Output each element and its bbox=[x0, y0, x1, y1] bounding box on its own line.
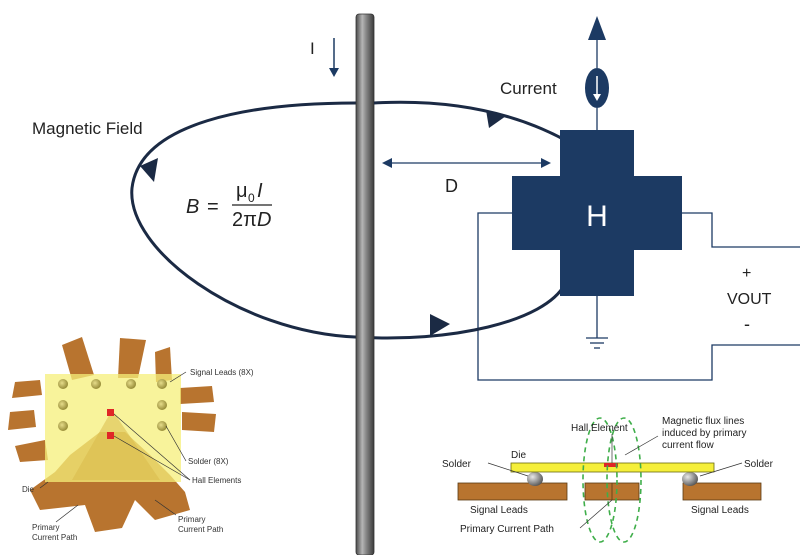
primary-current-path-label: Primary Current Path bbox=[460, 524, 554, 535]
magnetic-field-loop bbox=[130, 101, 567, 340]
hall-elements-label: Hall Elements bbox=[192, 476, 241, 485]
current-label: I bbox=[310, 39, 315, 58]
primary-label-line1: Primary bbox=[32, 523, 60, 532]
current-source-label: Current bbox=[500, 79, 557, 98]
flux-line-right bbox=[606, 417, 642, 543]
primary-label-line2: Current Path bbox=[32, 533, 77, 542]
formula-denominator-var: D bbox=[257, 209, 271, 231]
formula-numerator-var: I bbox=[257, 180, 263, 202]
signal-lead-right bbox=[682, 482, 762, 501]
formula-denominator: 2π bbox=[232, 209, 257, 231]
hall-element-cross bbox=[604, 463, 618, 467]
die-cross-label: Die bbox=[511, 450, 526, 461]
solder-label: Solder (8X) bbox=[188, 457, 229, 466]
signal-leads-left-label: Signal Leads bbox=[470, 505, 528, 516]
flux-line-left bbox=[582, 417, 618, 543]
signal-lead-left bbox=[457, 482, 568, 501]
solder-ball-left bbox=[527, 472, 543, 486]
hall-element-1 bbox=[107, 409, 114, 416]
formula-lhs: B bbox=[186, 196, 199, 218]
solder-ball-right bbox=[682, 472, 698, 486]
vout-minus: - bbox=[744, 314, 750, 334]
primary-conductor bbox=[356, 14, 374, 555]
primary-label-line1-right: Primary bbox=[178, 515, 206, 524]
circuit-wire-upper bbox=[682, 212, 800, 248]
primary-label-line2-right: Current Path bbox=[178, 525, 223, 534]
output-circuit bbox=[477, 40, 800, 381]
flux-label-line2: induced by primary bbox=[662, 428, 746, 439]
magnetic-field-loop-front bbox=[373, 100, 566, 142]
solder-right-label: Solder bbox=[744, 459, 774, 470]
ground-icon bbox=[586, 337, 608, 349]
field-arrow-icon bbox=[486, 110, 506, 128]
circuit-wire-lower bbox=[477, 212, 800, 381]
die-label: Die bbox=[22, 485, 35, 494]
formula-subscript: 0 bbox=[248, 191, 255, 205]
package-cross-section: Hall Element Magnetic flux lines induced… bbox=[442, 416, 774, 543]
field-arrow-bottom-icon bbox=[430, 314, 450, 336]
signal-leads-label: Signal Leads (8X) bbox=[190, 368, 254, 377]
hall-sensor-label: H bbox=[586, 200, 608, 233]
hall-element-2 bbox=[107, 432, 114, 439]
signal-leads-right-label: Signal Leads bbox=[691, 505, 749, 516]
field-arrow-left-icon bbox=[140, 158, 158, 182]
formula-mu: μ bbox=[236, 180, 248, 202]
formula-eq: = bbox=[207, 196, 219, 218]
flux-label-line3: current flow bbox=[662, 440, 714, 451]
solder-left-label: Solder bbox=[442, 459, 472, 470]
formula: B = μ 0 I 2π D bbox=[186, 180, 272, 231]
distance-label: D bbox=[445, 176, 458, 196]
hall-sensor bbox=[512, 130, 682, 296]
package-top-view: Signal Leads (8X) Solder (8X) Hall Eleme… bbox=[8, 337, 254, 542]
arrow-up-icon bbox=[588, 16, 606, 40]
flux-label-line1: Magnetic flux lines bbox=[662, 416, 744, 427]
magnetic-field-label: Magnetic Field bbox=[32, 119, 143, 138]
vout-label: VOUT bbox=[727, 291, 772, 308]
vout-plus: + bbox=[742, 265, 751, 282]
hall-element-label: Hall Element bbox=[571, 423, 628, 434]
solder-pads bbox=[58, 379, 167, 431]
